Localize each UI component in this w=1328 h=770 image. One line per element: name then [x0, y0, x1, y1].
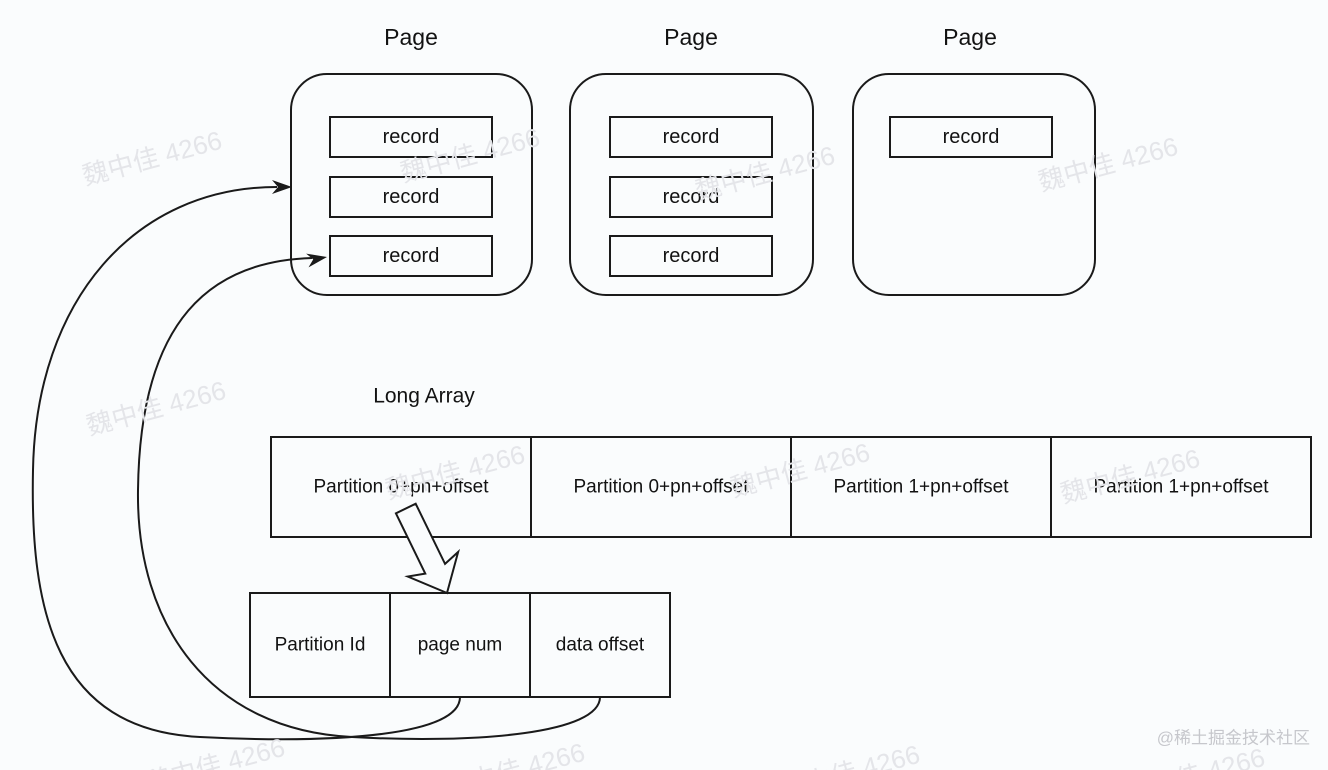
record-box — [329, 235, 493, 277]
detail-cell-label: page num — [418, 635, 503, 656]
record-label: record — [663, 245, 720, 267]
record-label: record — [383, 245, 440, 267]
page-group-2: Page record record record — [569, 24, 814, 296]
long-array-group: Long Array Partition 0+pn+offset Partiti… — [270, 385, 1312, 538]
pointer-curve-page-num — [31, 186, 461, 741]
watermark-text: 魏中佳 4266 — [83, 375, 229, 441]
credit-text: @稀土掘金技术社区 — [1157, 729, 1310, 748]
long-array-label: Long Array — [373, 385, 475, 408]
record-label: record — [383, 126, 440, 148]
entry-detail-group: Partition Id page num data offset — [249, 592, 671, 698]
page-title: Page — [384, 24, 438, 50]
page-title: Page — [943, 24, 997, 50]
arrowhead-icon — [272, 180, 292, 194]
block-arrow-down-icon — [394, 502, 461, 595]
page-title: Page — [664, 24, 718, 50]
record-box — [889, 116, 1053, 158]
page-group-3: Page record — [852, 24, 1096, 296]
record-box — [329, 116, 493, 158]
array-cell-label: Partition 1+pn+offset — [834, 477, 1010, 498]
detail-cell-label: Partition Id — [275, 635, 366, 656]
watermark-text: 魏中佳 4266 — [442, 737, 588, 770]
pointer-curve-data-offset — [136, 257, 601, 740]
record-box — [609, 116, 773, 158]
array-cell — [1050, 436, 1312, 538]
record-label: record — [943, 126, 1000, 148]
array-cell-label: Partition 0+pn+offset — [574, 477, 750, 498]
pointer-curves — [31, 180, 601, 741]
page-box — [569, 73, 814, 296]
page-box — [852, 73, 1096, 296]
watermark-text: 魏中佳 4266 — [777, 739, 923, 770]
arrowhead-icon — [306, 253, 327, 268]
detail-cell-label: data offset — [556, 635, 645, 656]
page-box — [290, 73, 533, 296]
watermark-text: 魏中佳 4266 — [1057, 443, 1203, 509]
watermark-text: 魏中佳 4266 — [79, 125, 225, 191]
watermark-layer: 魏中佳 4266 魏中佳 4266 魏中佳 4266 魏中佳 4266 魏中佳 4266… — [79, 122, 1268, 770]
record-box — [609, 235, 773, 277]
page-group-1: Page record record record — [290, 24, 533, 296]
record-label: record — [663, 186, 720, 208]
record-label: record — [663, 126, 720, 148]
record-label: record — [383, 186, 440, 208]
watermark-text: 魏中佳 4266 — [1035, 131, 1181, 197]
record-box — [329, 176, 493, 218]
array-cell-label: Partition 1+pn+offset — [1094, 477, 1270, 498]
array-cell-label: Partition 0+pn+offset — [314, 477, 490, 498]
record-box — [609, 176, 773, 218]
watermark-text: 魏中佳 4266 — [692, 140, 838, 206]
